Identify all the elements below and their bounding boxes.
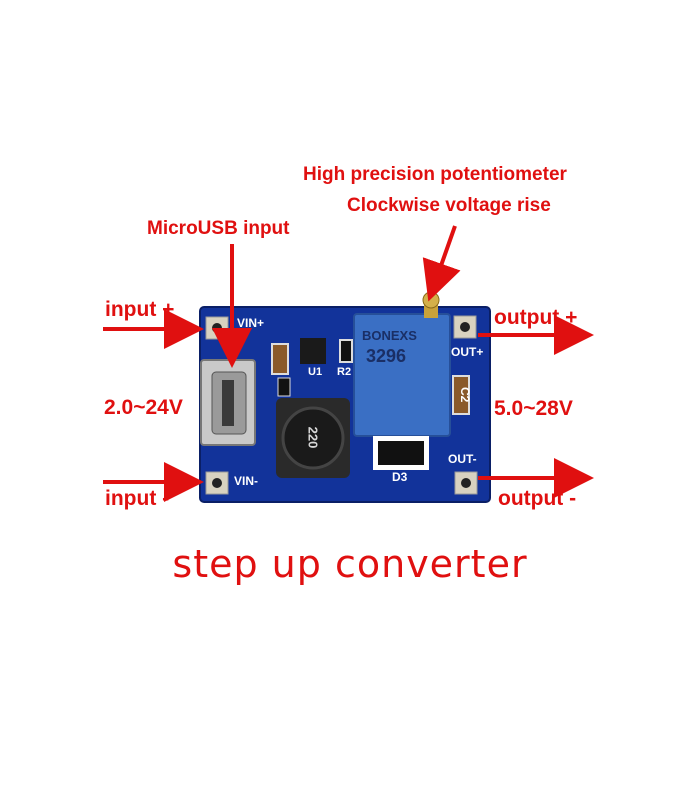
micro-usb-connector xyxy=(200,359,256,446)
output-range-label: 5.0~28V xyxy=(494,397,573,420)
input-range-label: 2.0~24V xyxy=(104,396,183,419)
pot-brand-marking: BONEXS xyxy=(362,328,417,343)
pot-title-label: High precision potentiometer xyxy=(303,164,567,185)
pot-subtitle-label: Clockwise voltage rise xyxy=(347,195,551,216)
input-minus-label: input - xyxy=(105,487,170,510)
capacitor-c2 xyxy=(452,375,470,415)
pad-vin-minus xyxy=(205,471,229,495)
chip-u1 xyxy=(300,338,326,364)
silk-u1: U1 xyxy=(308,366,323,378)
silk-vin-minus: VIN- xyxy=(234,474,258,488)
usb-label: MicroUSB input xyxy=(147,218,290,239)
silk-out-plus: OUT+ xyxy=(451,345,484,359)
pad-out-plus xyxy=(453,315,477,339)
silk-out-minus: OUT- xyxy=(448,452,477,466)
inductor-marking: 220 xyxy=(305,426,321,449)
smd-capacitor-top xyxy=(271,343,289,375)
pot-model-marking: 3296 xyxy=(366,346,407,366)
inductor xyxy=(276,398,350,478)
silk-c2: C2 xyxy=(458,387,472,403)
smd-small-part xyxy=(277,377,291,397)
input-plus-label: input + xyxy=(105,298,175,321)
caption: step up converter xyxy=(172,542,528,586)
diode-d3 xyxy=(373,436,429,470)
silk-r2: R2 xyxy=(337,366,352,378)
resistor-r2 xyxy=(339,339,353,363)
pad-vin-plus xyxy=(205,316,229,340)
arrow-potentiometer xyxy=(422,225,461,302)
silk-d3: D3 xyxy=(392,470,408,484)
pad-out-minus xyxy=(454,471,478,495)
silk-vin-plus: VIN+ xyxy=(237,316,265,330)
